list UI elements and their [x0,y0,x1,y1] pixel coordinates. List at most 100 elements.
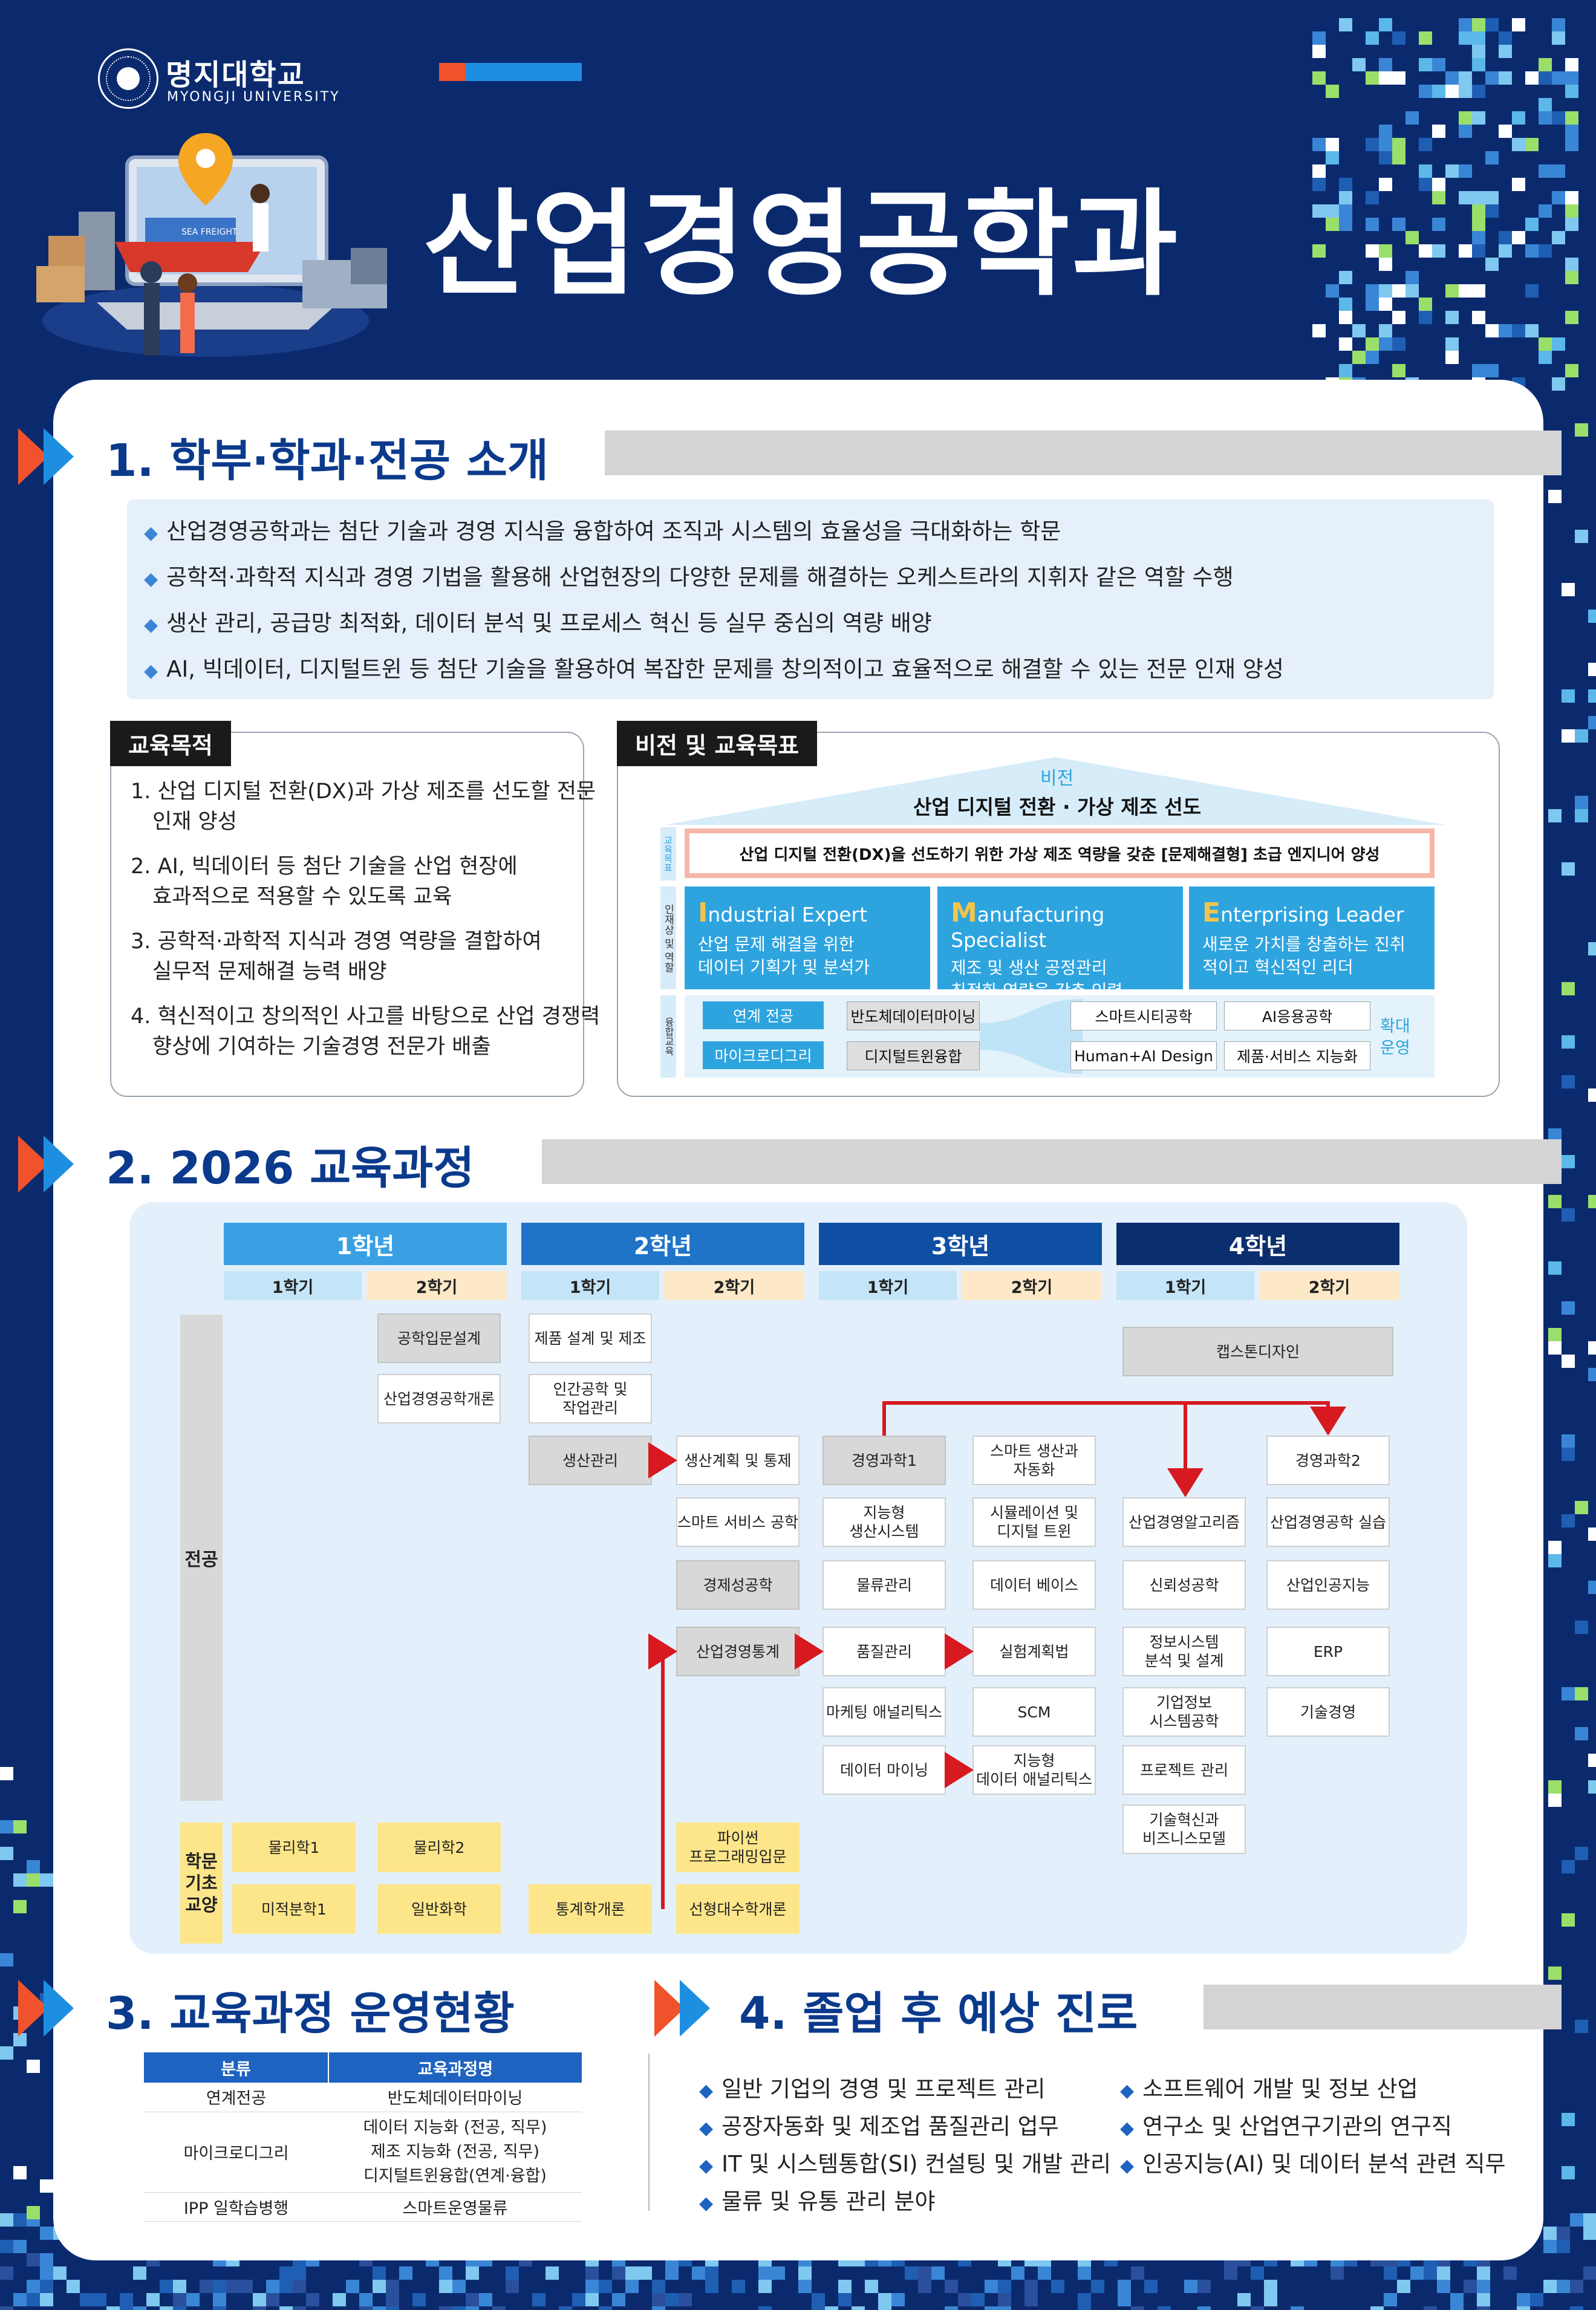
pixel-square [279,2266,293,2280]
pixel-square [386,2306,399,2310]
pixel-square [1379,178,1392,191]
pixel-square [40,2179,53,2193]
pixel-square [1562,1035,1575,1049]
pixel-square [1485,151,1499,164]
pixel-square [1326,284,1339,298]
pixel-square [1543,2280,1557,2293]
course-data-mining: 데이터 마이닝 [822,1745,946,1795]
pixel-square [1583,2266,1596,2280]
course-marketing-analytics: 마케팅 애널리틱스 [822,1687,946,1737]
pixel-square [1437,2266,1450,2280]
career-item: ◆일반 기업의 경영 및 프로젝트 관리 [699,2076,1046,2102]
pixel-square [1251,2266,1264,2280]
pixel-square [439,2280,452,2293]
pixel-square [1437,2280,1450,2293]
pixel-square [1339,298,1352,311]
pixel-square [1424,2306,1437,2310]
pixel-square [1565,311,1578,324]
pixel-square [1352,351,1366,364]
logistics-illustration: SEA FREIGHT [36,133,387,357]
pixel-square [572,2293,585,2306]
pixel-square [1525,218,1539,231]
pixel-square [1588,942,1596,955]
pixel-square [1539,244,1552,258]
pixel-square [1575,1727,1588,1740]
pixel-square [1543,2227,1557,2240]
pixel-square [1548,1794,1562,1807]
pixel-square [1184,2280,1197,2293]
section1-title: 1. 학부·학과·전공 소개 [106,435,549,487]
pixel-square [1539,351,1552,364]
pixel-square [998,2280,1011,2293]
chip-product-service: 제품·서비스 지능화 [1224,1041,1370,1070]
career-item: ◆연구소 및 산업연구기관의 연구직 [1120,2113,1452,2139]
pixel-square [0,1953,13,1967]
pixel-square [1485,258,1499,271]
pixel-square [1472,218,1485,231]
chip-human-ai-design: Human+AI Design [1070,1041,1217,1070]
pixel-square [1552,191,1565,204]
pixel-square [40,2293,53,2306]
pixel-square [1512,231,1525,244]
pixel-square [1419,138,1432,151]
pixel-square [1339,271,1352,284]
pixel-square [13,2240,27,2253]
table-row: 연계전공 반도체데이터마이닝 [144,2083,582,2112]
pixel-square [1464,2280,1477,2293]
pixel-square [1472,244,1485,258]
pixel-square [1552,31,1565,45]
pixel-square [559,2306,572,2310]
pixel-square [852,2306,865,2310]
pixel-square [1384,2293,1397,2306]
talent-side-label: 인재상 및 역할 [660,887,676,989]
pixel-square [905,2266,918,2280]
course-logistics: 물류관리 [822,1560,946,1610]
intro-bullet: ◆생산 관리, 공급망 최적화, 데이터 분석 및 프로세스 혁신 등 실무 중… [144,610,932,636]
department-title: 산업경영공학과 [423,178,1181,311]
pixel-square [1499,231,1512,244]
pixel-square [1588,716,1596,729]
pixel-square [1379,298,1392,311]
pixel-square [1264,2293,1277,2306]
pixel-square [1384,2266,1397,2280]
pixel-square [1472,364,1485,377]
pixel-square [1517,2293,1530,2306]
pixel-square [1525,284,1539,298]
pixel-square [1419,58,1432,71]
course-chemistry: 일반화학 [377,1884,501,1934]
pixel-square [1419,178,1432,191]
pixel-square [1565,125,1578,138]
pixel-square [1419,311,1432,324]
pixel-square [213,2306,226,2310]
pixel-square [306,2293,319,2306]
course-management-science1: 경영과학1 [822,1436,946,1485]
pixel-square [1485,364,1499,377]
pixel-square [1565,58,1578,71]
pixel-square [1379,125,1392,138]
pixel-square [1562,1155,1575,1168]
pixel-square [120,2293,133,2306]
pixel-square [1312,178,1326,191]
pixel-square [27,1873,40,1887]
pixel-square [1450,2306,1464,2310]
pixel-square [1562,2166,1575,2179]
pixel-square [1339,364,1352,377]
pixel-square [1565,258,1578,271]
diamond-icon: ◆ [144,522,158,544]
chip-link-major: 연계 전공 [703,1001,824,1029]
pixel-square [639,2266,652,2280]
pixel-square [1565,218,1578,231]
pixel-square [1588,1581,1596,1594]
section4-title: 4. 졸업 후 예상 진로 [739,1988,1138,2040]
pixel-square [998,2306,1011,2310]
course-statistics-intro: 통계학개론 [529,1884,652,1934]
pixel-square [599,2306,612,2310]
pixel-square [1339,337,1352,351]
pixel-square [1366,138,1379,151]
pixel-square [1392,71,1405,85]
pixel-square [1405,284,1419,298]
pixel-square [1445,71,1459,85]
pixel-square [1392,218,1405,231]
